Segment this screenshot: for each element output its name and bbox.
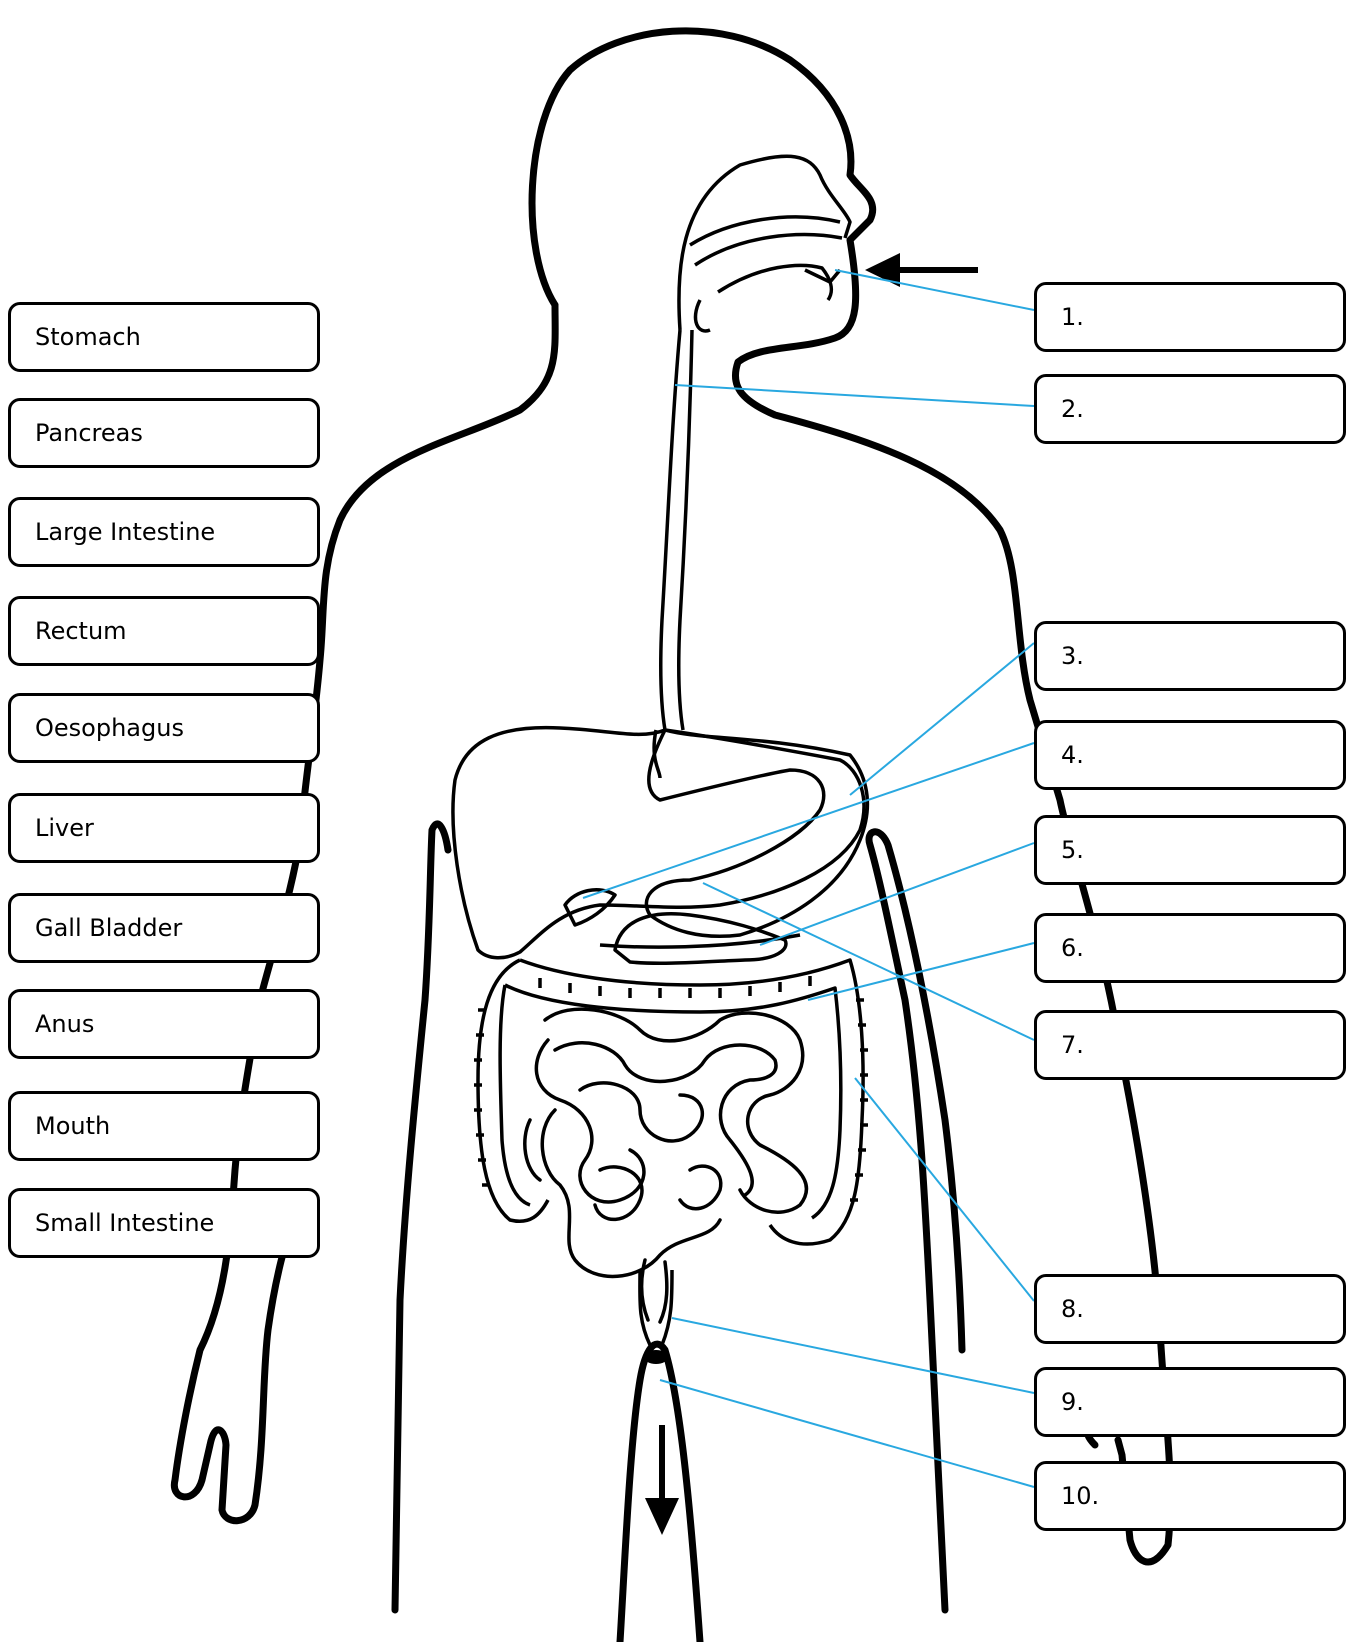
word-bank-item: Large Intestine [8, 497, 320, 567]
liver-shape [453, 728, 864, 958]
word-bank-item: Stomach [8, 302, 320, 372]
answer-box-9[interactable]: 9. [1034, 1367, 1346, 1437]
answer-box-7[interactable]: 7. [1034, 1010, 1346, 1080]
word-bank-item: Small Intestine [8, 1188, 320, 1258]
anus-shape [644, 1350, 668, 1364]
word-bank-item: Anus [8, 989, 320, 1059]
leader-line-3 [850, 643, 1034, 795]
leader-line-9 [672, 1318, 1034, 1393]
answer-box-2[interactable]: 2. [1034, 374, 1346, 444]
answer-box-10[interactable]: 10. [1034, 1461, 1346, 1531]
answer-box-1[interactable]: 1. [1034, 282, 1346, 352]
pancreas-shape [615, 914, 786, 963]
leader-line-10 [660, 1380, 1034, 1487]
large-intestine-shape [474, 960, 868, 1244]
answer-box-8[interactable]: 8. [1034, 1274, 1346, 1344]
word-bank-item: Mouth [8, 1091, 320, 1161]
answer-box-6[interactable]: 6. [1034, 913, 1346, 983]
food-in-arrow [865, 253, 978, 287]
word-bank-item: Pancreas [8, 398, 320, 468]
word-bank-item: Gall Bladder [8, 893, 320, 963]
word-bank-item: Oesophagus [8, 693, 320, 763]
word-bank-item: Liver [8, 793, 320, 863]
small-intestine-shape [525, 1009, 807, 1322]
body-outline [174, 31, 1170, 1642]
waste-out-arrow [645, 1425, 679, 1535]
leader-line-2 [675, 385, 1034, 406]
word-bank-item: Rectum [8, 596, 320, 666]
leader-line-1 [835, 270, 1034, 310]
mouth-and-throat [661, 156, 850, 730]
stomach-shape [646, 730, 867, 936]
answer-box-4[interactable]: 4. [1034, 720, 1346, 790]
answer-box-5[interactable]: 5. [1034, 815, 1346, 885]
answer-box-3[interactable]: 3. [1034, 621, 1346, 691]
